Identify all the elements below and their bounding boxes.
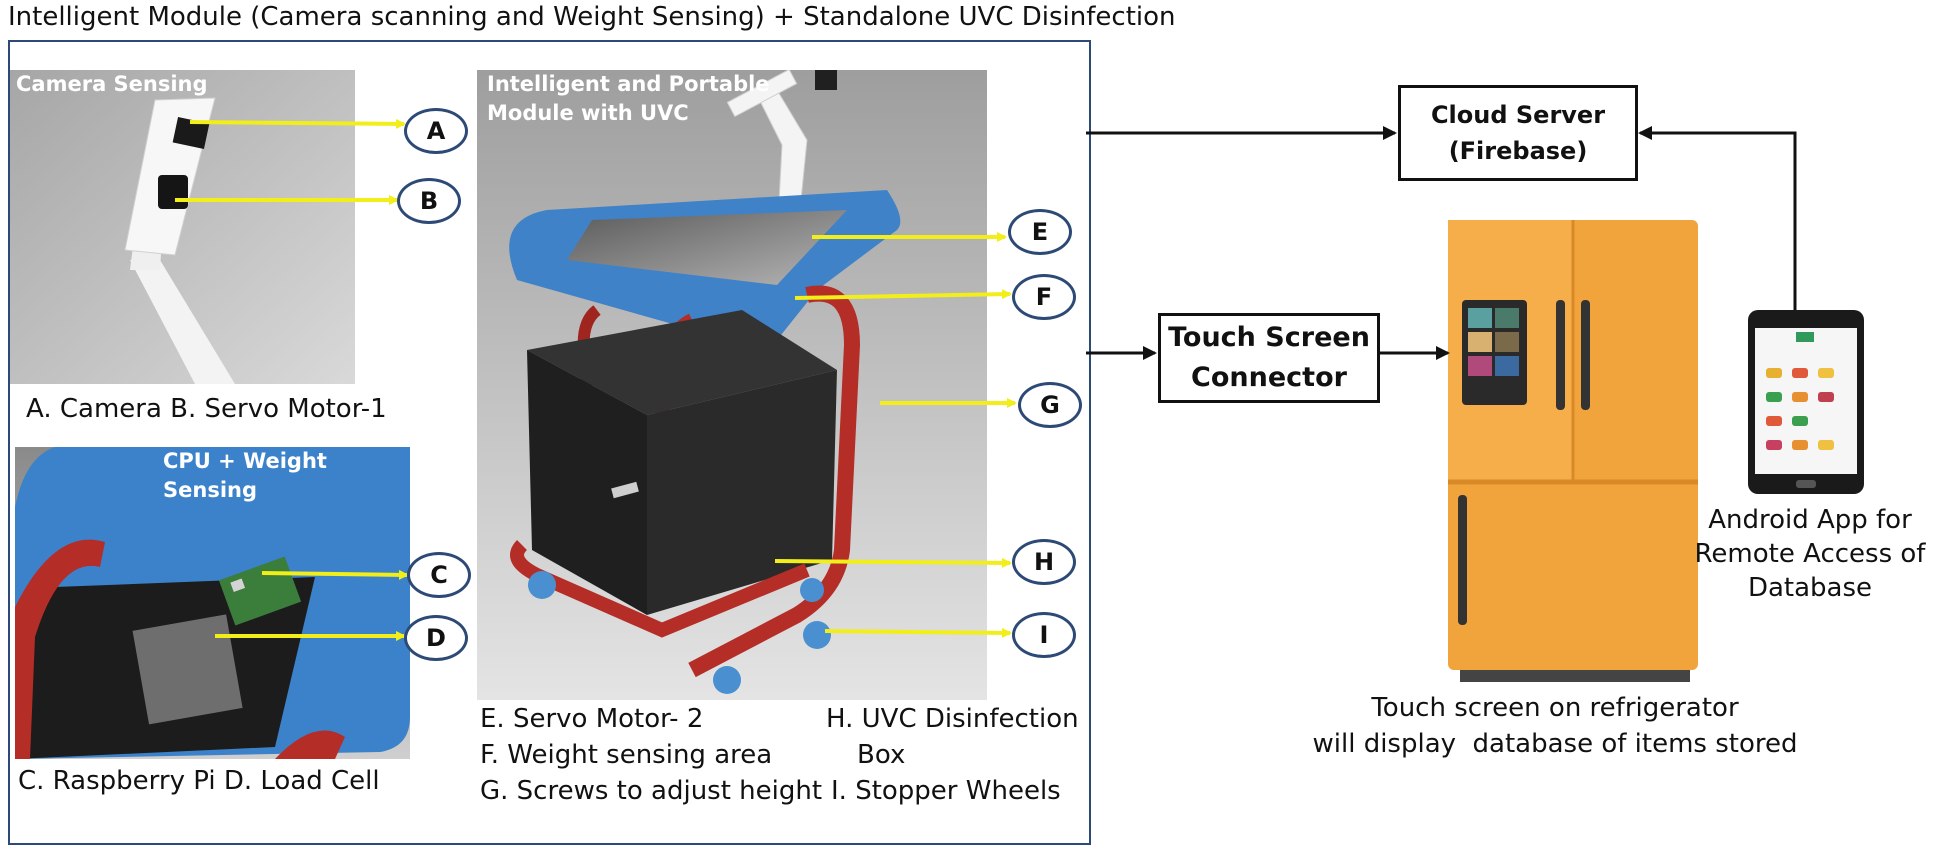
figure-title: Intelligent Module (Camera scanning and … — [8, 2, 1176, 32]
caption-e: E. Servo Motor- 2 — [480, 704, 704, 734]
fridge-caption: Touch screen on refrigerator will displa… — [1295, 690, 1815, 762]
caption-h-line1: H. UVC Disinfection — [826, 704, 1079, 734]
pointer-f — [794, 289, 1012, 300]
caption-i: I. Stopper Wheels — [831, 776, 1061, 806]
caption-f: F. Weight sensing area — [480, 740, 773, 770]
pointer-c — [261, 569, 409, 580]
android-app-caption-line2: Remote Access of — [1694, 539, 1926, 569]
marker-b: B — [397, 178, 461, 224]
marker-e: E — [1008, 209, 1072, 255]
pointer-i — [824, 627, 1012, 638]
marker-i: I — [1012, 612, 1076, 658]
module-label-line1: Intelligent and Portable — [487, 72, 770, 96]
marker-a: A — [404, 108, 468, 154]
connector-line1: Touch Screen — [1168, 322, 1370, 353]
cpu-caption: C. Raspberry Pi D. Load Cell — [18, 766, 380, 796]
camera-sensing-label: Camera Sensing — [16, 72, 208, 96]
android-app-caption-line3: Database — [1747, 573, 1873, 603]
module-illustration — [477, 70, 987, 700]
connector-line2: Connector — [1191, 362, 1347, 393]
cloud-server-title: Cloud Server — [1430, 101, 1606, 129]
marker-c: C — [407, 552, 471, 598]
phone-illustration — [1748, 310, 1864, 494]
module-frame — [8, 40, 1091, 845]
caption-g: G. Screws to adjust height — [480, 776, 823, 806]
module-photo: Intelligent and Portable Module with UVC — [477, 70, 987, 700]
pointer-h — [774, 557, 1012, 568]
module-label-line2: Module with UVC — [487, 101, 689, 125]
marker-f: F — [1012, 274, 1076, 320]
android-app-caption: Android App for Remote Access of Databas… — [1690, 503, 1930, 605]
marker-d: D — [404, 615, 468, 661]
fridge-caption-line2: will display database of items stored — [1312, 729, 1798, 759]
arrow-to-cloud-right — [1638, 126, 1797, 310]
marker-g: G — [1018, 382, 1082, 428]
camera-caption: A. Camera B. Servo Motor-1 — [26, 394, 387, 424]
cpu-sensing-photo: CPU + Weight Sensing — [15, 447, 410, 759]
cloud-server-subtitle: (Firebase) — [1448, 137, 1588, 165]
cpu-sensing-label: CPU + Weight Sensing — [163, 449, 327, 502]
marker-h: H — [1012, 539, 1076, 585]
caption-h-line2: Box — [857, 740, 906, 770]
pointer-a — [189, 118, 406, 129]
cloud-server-box: Cloud Server (Firebase) — [1398, 85, 1638, 181]
touch-screen-connector-box: Touch Screen Connector — [1158, 313, 1380, 403]
cpu-sensing-illustration — [15, 447, 410, 759]
refrigerator-illustration — [1448, 220, 1698, 682]
fridge-caption-line1: Touch screen on refrigerator — [1371, 693, 1739, 723]
android-app-caption-line1: Android App for — [1708, 505, 1912, 535]
